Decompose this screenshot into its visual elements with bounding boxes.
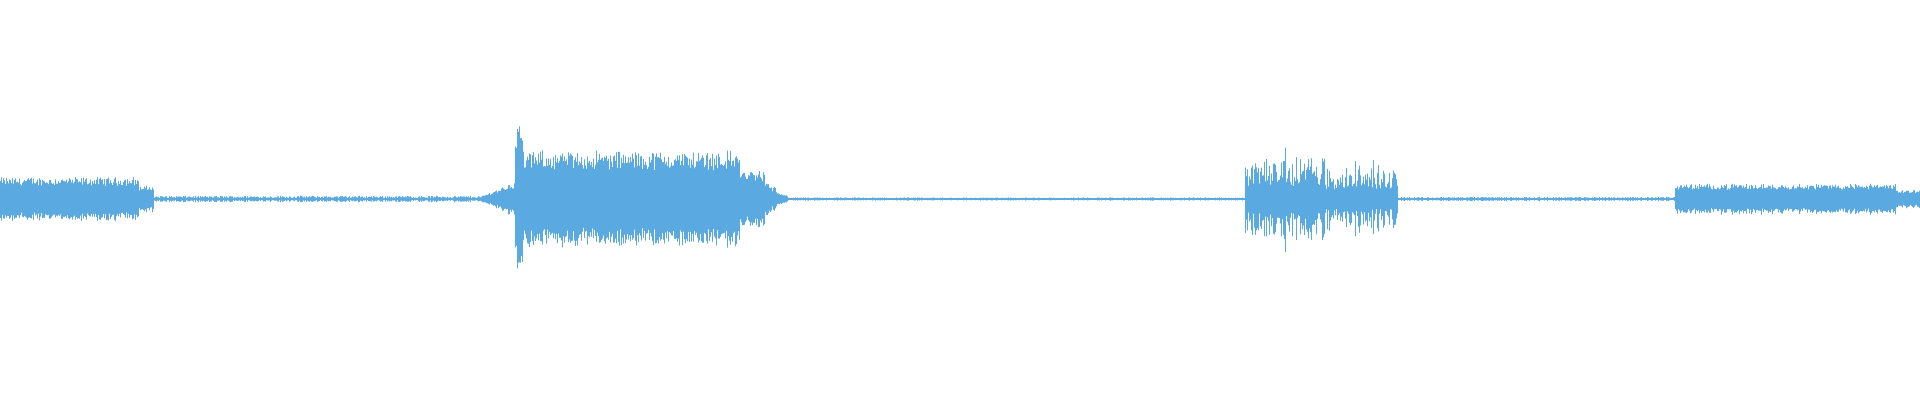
waveform-track	[0, 126, 1920, 269]
waveform-path	[0, 126, 1920, 269]
